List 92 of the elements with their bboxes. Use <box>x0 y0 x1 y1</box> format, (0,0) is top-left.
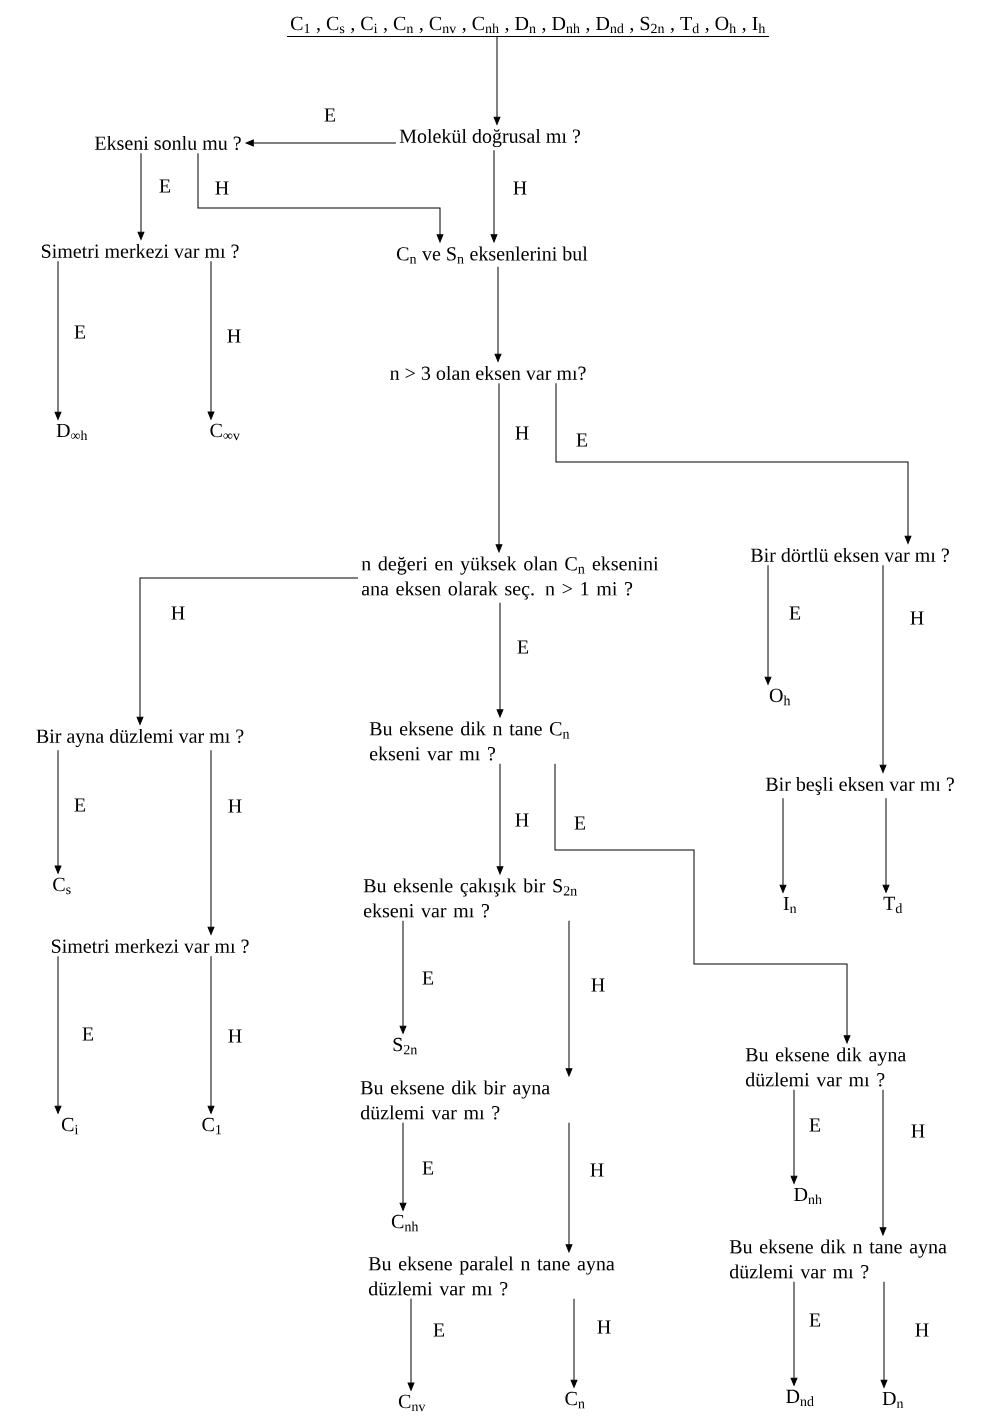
point-group-label: C$_{nv}$ <box>398 1394 426 1412</box>
edge-label: H <box>171 606 185 620</box>
edge-label: H <box>915 1323 929 1337</box>
arrow <box>555 382 912 544</box>
edge-label: H <box>513 181 527 195</box>
edge-label: E <box>789 606 801 620</box>
point-group-label: D$_{∞h}$ <box>56 423 88 441</box>
edge-label: E <box>574 816 586 830</box>
arrow <box>880 1281 888 1388</box>
arrow <box>495 382 503 553</box>
edge-label: E <box>82 1027 94 1041</box>
edge-label: E <box>433 1323 445 1337</box>
edge-label: E <box>809 1118 821 1132</box>
arrow <box>565 1122 573 1253</box>
question-text: Simetri merkezi var mı ? <box>51 938 249 954</box>
question-text: Bu eksene dik bir ayna düzlemi var mı ? <box>360 1080 550 1120</box>
arrow <box>207 955 215 1114</box>
arrow <box>496 602 504 718</box>
arrow <box>137 152 145 240</box>
edge-label: E <box>159 179 171 193</box>
arrow <box>490 149 498 243</box>
question-text: C$_{n}$ ve S$_{n}$ eksenlerini bul <box>397 246 588 264</box>
point-group-label: O$_{h}$ <box>769 688 791 706</box>
edge-label: H <box>910 611 924 625</box>
arrow <box>565 920 573 1077</box>
point-group-label: S$_{2n}$ <box>393 1037 418 1055</box>
point-group-label: D$_{nh}$ <box>794 1187 822 1205</box>
edge-label: H <box>228 1029 242 1043</box>
point-group-label: T$_{d}$ <box>883 896 903 914</box>
point-group-label: C$_{1}$ <box>202 1117 222 1135</box>
arrow <box>882 797 890 893</box>
question-text: Bu eksene dik n tane ayna düzlemi var mı ? <box>729 1239 947 1279</box>
edge-label: E <box>576 433 588 447</box>
arrow <box>494 266 502 362</box>
arrow <box>554 763 851 1044</box>
arrow <box>496 763 504 875</box>
edge-label: E <box>74 325 86 339</box>
arrow <box>399 1122 407 1211</box>
question-text: Bir dörtlü eksen var mı ? <box>750 547 949 563</box>
arrow <box>54 260 62 420</box>
question-text: Ekseni sonlu mu ? <box>95 135 241 151</box>
edge-label: H <box>597 1320 611 1334</box>
arrow <box>54 955 62 1114</box>
question-text: Simetri merkezi var mı ? <box>41 243 239 259</box>
question-text: Molekül doğrusal mı ? <box>399 128 580 148</box>
question-text: Bir beşli eksen var mı ? <box>765 776 954 796</box>
edge-label: H <box>228 799 242 813</box>
point-group-label: C$_{nh}$ <box>391 1214 419 1232</box>
edge-label: H <box>590 1163 604 1177</box>
arrow <box>197 152 444 243</box>
point-group-label: I$_{n}$ <box>783 896 797 914</box>
question-text: Bu eksene dik ayna düzlemi var mı ? <box>745 1047 906 1087</box>
arrow <box>879 1089 887 1236</box>
point-group-label: C$_{∞v}$ <box>210 423 240 441</box>
arrow <box>245 139 397 147</box>
edge-label: E <box>422 971 434 985</box>
edge-label: H <box>515 426 529 440</box>
arrow <box>879 564 887 773</box>
point-group-list: C$_{1}$ , C$_{s}$ , C$_{i}$ , C$_{n}$ , C$_{nv}$ , C$_{nh}$ , D$_{n}$ , D$_{nh}$ , D$_{nd}$ , S$_{2n}$ , T$_{d}$ , O$_{h}$ , I$_{h}$ <box>291 16 766 34</box>
edge-label: E <box>74 798 86 812</box>
edge-label: H <box>911 1124 925 1138</box>
arrow <box>790 1281 798 1386</box>
question-text: n > 3 olan eksen var mı? <box>390 365 586 381</box>
arrow <box>399 920 407 1034</box>
question-text: Bu eksenle çakışık bir S$_{2n}$ ekseni var mı ? <box>363 878 577 918</box>
question-text: Bir ayna düzlemi var mı ? <box>36 728 244 748</box>
edge-label: E <box>809 1313 821 1327</box>
question-text: Bu eksene dik n tane C$_{n}$ ekseni var mı ? <box>369 721 570 761</box>
question-text: n değeri en yüksek olan C$_{n}$ eksenini ana eksen olarak seç. n > 1 mi ? <box>361 556 659 600</box>
arrow <box>779 797 787 893</box>
point-group-label: D$_{n}$ <box>882 1391 904 1409</box>
edge-label: H <box>591 978 605 992</box>
arrow <box>136 577 359 725</box>
arrow <box>790 1089 798 1184</box>
point-group-label: D$_{nd}$ <box>786 1389 814 1407</box>
arrow <box>570 1298 578 1388</box>
question-text: Bu eksene paralel n tane ayna düzlemi var mı ? <box>368 1256 615 1296</box>
edge-label: H <box>515 813 529 827</box>
edge-label: H <box>227 329 241 343</box>
point-group-label: C$_{i}$ <box>61 1117 79 1135</box>
arrow <box>493 35 501 125</box>
arrow <box>207 260 215 420</box>
arrow <box>407 1298 415 1391</box>
point-group-label: C$_{s}$ <box>53 877 71 895</box>
arrow <box>54 749 62 874</box>
edge-label: E <box>517 640 529 654</box>
edge-label: E <box>324 108 336 122</box>
arrow <box>764 564 772 685</box>
arrow <box>207 749 215 935</box>
edge-label: H <box>215 181 229 195</box>
point-group-label: C$_{n}$ <box>565 1391 585 1409</box>
edge-label: E <box>422 1161 434 1175</box>
